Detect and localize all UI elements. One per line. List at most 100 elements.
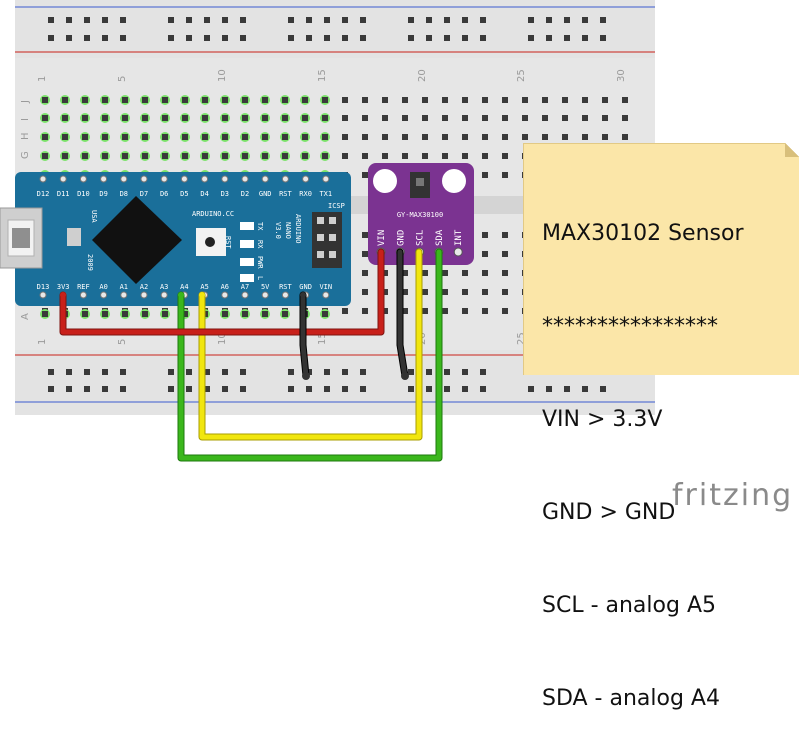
hole (502, 270, 508, 276)
rail-hole (600, 17, 606, 23)
rail-hole (102, 35, 108, 41)
rail-hole (480, 17, 486, 23)
nano-pin-label-bottom: A1 (120, 283, 128, 291)
nano-pin-top (261, 175, 269, 183)
hole (342, 115, 348, 121)
rail-hole (360, 17, 366, 23)
rail-hole (306, 17, 312, 23)
hole (482, 172, 488, 178)
nano-pin-bottom (241, 291, 249, 299)
atmega-chip (92, 196, 182, 284)
nano-pin-bottom (120, 291, 128, 299)
nano-pin-label-bottom: A0 (99, 283, 107, 291)
rail-hole (48, 35, 54, 41)
hole (182, 134, 188, 140)
hole (122, 311, 128, 317)
hole (362, 270, 368, 276)
nano-pin-bottom (100, 291, 108, 299)
hole (342, 153, 348, 159)
col-number-25-bottom: 25 (516, 332, 527, 345)
nano-pin-top (39, 175, 47, 183)
icsp-pin (329, 251, 336, 258)
led-pwr (240, 258, 254, 266)
nano-pin-label-top: D2 (241, 190, 249, 198)
hole (122, 97, 128, 103)
sensor-pin-label: GND (396, 230, 406, 246)
hole (302, 134, 308, 140)
rail-hole (288, 35, 294, 41)
hole (322, 134, 328, 140)
nano-pin-label-bottom: A6 (221, 283, 229, 291)
hole (362, 172, 368, 178)
col-number-15-bottom: 15 (317, 332, 328, 345)
rail-hole (546, 386, 552, 392)
rst-button (205, 237, 215, 247)
icsp-pin (317, 251, 324, 258)
rail-hole (462, 17, 468, 23)
rail-hole (66, 386, 72, 392)
rail-hole (48, 386, 54, 392)
hole (482, 97, 488, 103)
hole (362, 232, 368, 238)
rail-hole (66, 35, 72, 41)
nano-pin-bottom (281, 291, 289, 299)
hole (42, 311, 48, 317)
rail-hole (528, 17, 534, 23)
hole (522, 97, 528, 103)
hole (162, 153, 168, 159)
led-rx-label: RX (256, 240, 264, 249)
hole (322, 153, 328, 159)
hole (382, 308, 388, 314)
rail-hole (408, 369, 414, 375)
hole (262, 97, 268, 103)
hole (362, 308, 368, 314)
nano-pin-top (140, 175, 148, 183)
hole (482, 115, 488, 121)
hole (142, 115, 148, 121)
nano-pin-label-bottom: VIN (319, 283, 332, 291)
hole (342, 134, 348, 140)
rail-hole (480, 35, 486, 41)
icsp-pin (329, 217, 336, 224)
hole (182, 97, 188, 103)
hole (462, 289, 468, 295)
hole (422, 134, 428, 140)
sensor-name: GY-MAX30100 (397, 211, 443, 219)
rail-hole (222, 35, 228, 41)
rail-hole (564, 17, 570, 23)
hole (442, 115, 448, 121)
hole (62, 115, 68, 121)
row-letter-j: J (20, 100, 31, 104)
nano-pin-top (241, 175, 249, 183)
hole (462, 115, 468, 121)
hole (102, 115, 108, 121)
nano-pin-label-bottom: D13 (37, 283, 50, 291)
sticky-note (523, 143, 799, 375)
nano-pin-top (100, 175, 108, 183)
nano-pin-label-top: D8 (120, 190, 128, 198)
led-tx (240, 222, 254, 230)
rail-hole (462, 369, 468, 375)
hole (282, 115, 288, 121)
col-number-15: 15 (317, 69, 328, 82)
rail-hole (240, 386, 246, 392)
rail-hole (120, 35, 126, 41)
hole (362, 251, 368, 257)
nano-pin-label-top: D4 (200, 190, 208, 198)
nano-pin-top (221, 175, 229, 183)
hole (242, 311, 248, 317)
hole (302, 153, 308, 159)
nano-pin-bottom (322, 291, 330, 299)
rail-hole (342, 386, 348, 392)
nano-pin-label-bottom: A2 (140, 283, 148, 291)
rail-hole (288, 369, 294, 375)
hole (622, 134, 628, 140)
hole (502, 115, 508, 121)
hole (82, 134, 88, 140)
rail-hole (564, 35, 570, 41)
rail-hole (204, 35, 210, 41)
rail-hole (120, 386, 126, 392)
hole (182, 153, 188, 159)
hole (422, 115, 428, 121)
rail-hole (306, 386, 312, 392)
